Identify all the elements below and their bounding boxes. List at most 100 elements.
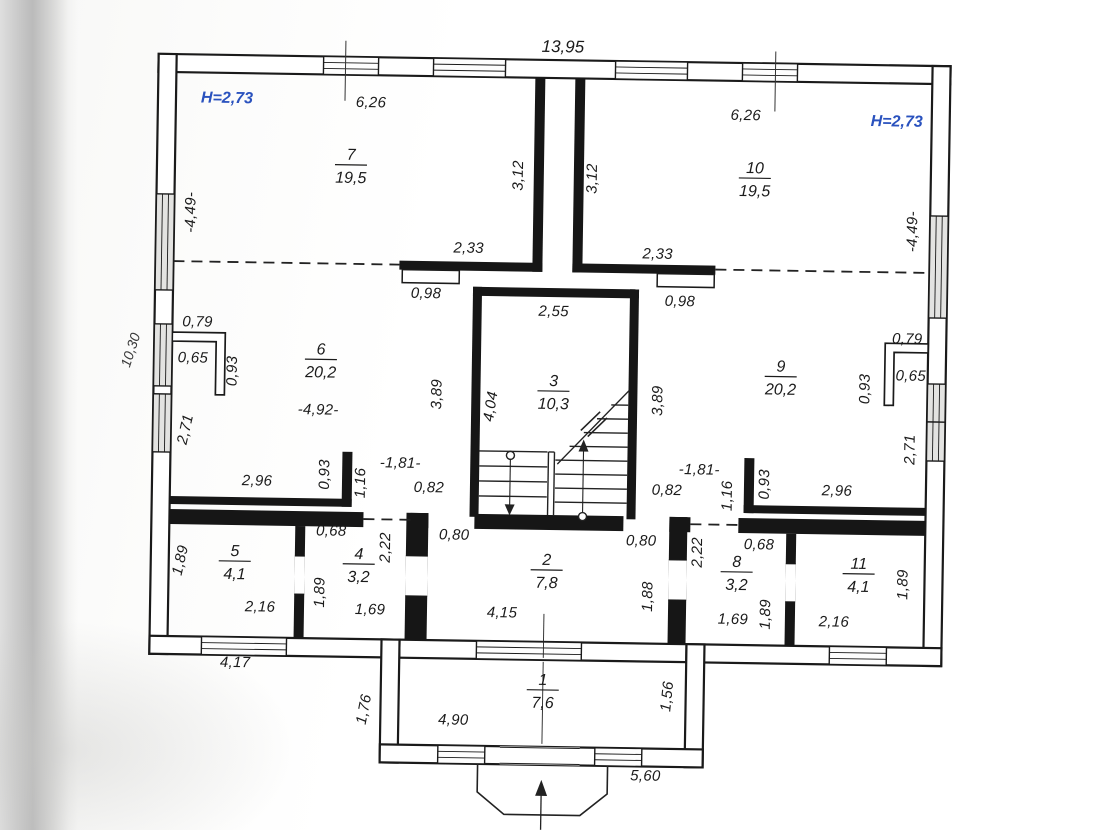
room-8-area: 3,2 [725, 577, 748, 594]
step-ledges [401, 268, 716, 289]
dim-098-right: 0,98 [665, 293, 696, 310]
height-note-right: H=2,73 [871, 113, 923, 131]
dim-312-right: 3,12 [584, 163, 601, 194]
window-13 [436, 744, 486, 765]
dim-222-right: 2,22 [689, 537, 706, 569]
flue-right [883, 342, 930, 407]
dim-271-left: 2,71 [174, 413, 198, 447]
window-glazing-line [829, 651, 887, 654]
dim-255: 2,55 [537, 303, 569, 320]
room-7-area: 19,5 [335, 170, 367, 187]
dim-079-right: 0,79 [892, 330, 923, 347]
dim-093-left-upper: 0,93 [223, 355, 240, 386]
dim-093-right-upper: 0,93 [856, 373, 873, 404]
window-10 [200, 635, 288, 657]
room-4-underline [342, 563, 375, 565]
dim-093-left-pillar: 0,93 [316, 459, 333, 490]
room-1-area: 7,6 [531, 695, 554, 712]
stair-line [509, 459, 511, 508]
dim-389-left: 3,89 [428, 379, 445, 410]
pier-left [341, 451, 353, 507]
stair-arrow-head-icon [504, 504, 515, 516]
ledge-left-098 [401, 268, 461, 285]
dim-271-right: 2,71 [901, 434, 918, 466]
dim-098-left: 0,98 [411, 285, 442, 302]
window-glazing-line [437, 750, 485, 753]
window-7 [927, 215, 949, 319]
window-glazing-line [931, 422, 934, 462]
door-jamb-line [499, 746, 580, 750]
door-opening-2 [668, 559, 687, 601]
stair-line [587, 417, 608, 438]
door-opening-3 [294, 555, 305, 595]
dim-181-right: -1,81- [679, 461, 720, 479]
wall-room7-bottom [399, 260, 543, 272]
window-glazing-line [938, 384, 941, 423]
room-8-underline [720, 571, 753, 573]
stair-arrow-start [505, 450, 516, 461]
stair-line [555, 473, 628, 476]
room-10-underline [738, 177, 771, 180]
stair-line [555, 459, 628, 462]
window-glazing-line [594, 753, 642, 755]
dim-233-left: 2,33 [452, 239, 484, 256]
dashed-zone-right [715, 268, 930, 274]
dim-560: 5,60 [630, 767, 661, 784]
axis-mid [541, 661, 544, 744]
dim-188-room2: 1,88 [639, 581, 656, 612]
window-glazing-line [615, 66, 688, 69]
door-jamb-line [499, 762, 580, 766]
room-5-area: 4,1 [223, 566, 246, 583]
wall-corridor-3 [474, 513, 624, 532]
window-0 [322, 55, 380, 76]
stair-line [556, 389, 630, 465]
wall-bottom-right [685, 643, 943, 668]
dim-093-right-pillar: 0,93 [756, 469, 773, 500]
window-8 [926, 383, 947, 423]
dim-065-right: 0,65 [895, 367, 926, 384]
windows [151, 55, 949, 768]
window-glazing-line [159, 323, 161, 386]
dim-233-right: 2,33 [641, 245, 673, 262]
pier-right [743, 458, 755, 514]
room-3-number: 3 [549, 373, 558, 390]
stair-line [554, 487, 627, 490]
room-7-underline [334, 163, 367, 166]
window-glazing-line [937, 422, 940, 462]
window-glazing-line [437, 756, 485, 759]
dim-116-right: 1,16 [719, 480, 736, 511]
window-glazing-line [932, 384, 935, 423]
room-6-underline [304, 358, 337, 361]
window-glazing-line [158, 393, 160, 452]
window-11 [828, 645, 888, 667]
window-glazing-line [433, 69, 506, 72]
dim-176: 1,76 [353, 692, 376, 725]
stair-line [580, 411, 601, 432]
window-glazing-line [323, 67, 379, 70]
dim-169-right: 1,69 [718, 611, 749, 628]
stair-line [478, 495, 547, 498]
window-glazing-line [934, 216, 937, 319]
tick-top-left [344, 40, 347, 101]
dashed-door-right [690, 523, 739, 526]
window-glazing-line [165, 323, 167, 386]
room-2-number: 2 [541, 552, 551, 569]
dim-404: 4,04 [480, 390, 501, 423]
door-opening-1 [405, 555, 428, 597]
window-glazing-line [829, 657, 887, 660]
window-2 [614, 60, 689, 81]
window-6 [151, 393, 173, 453]
room-9-underline [764, 375, 797, 378]
wall-room10-bottom [572, 263, 716, 275]
stair-arrow-start [577, 511, 588, 522]
room-3-underline [537, 390, 570, 392]
wall-right [922, 64, 952, 668]
wall-room7-shaft [532, 77, 546, 272]
window-14 [593, 747, 643, 768]
window-glazing-line [742, 74, 798, 77]
window-glazing-line [164, 393, 166, 452]
stair-line [479, 465, 548, 468]
room-4-area: 3,2 [347, 569, 370, 586]
window-glazing-line [476, 652, 582, 655]
